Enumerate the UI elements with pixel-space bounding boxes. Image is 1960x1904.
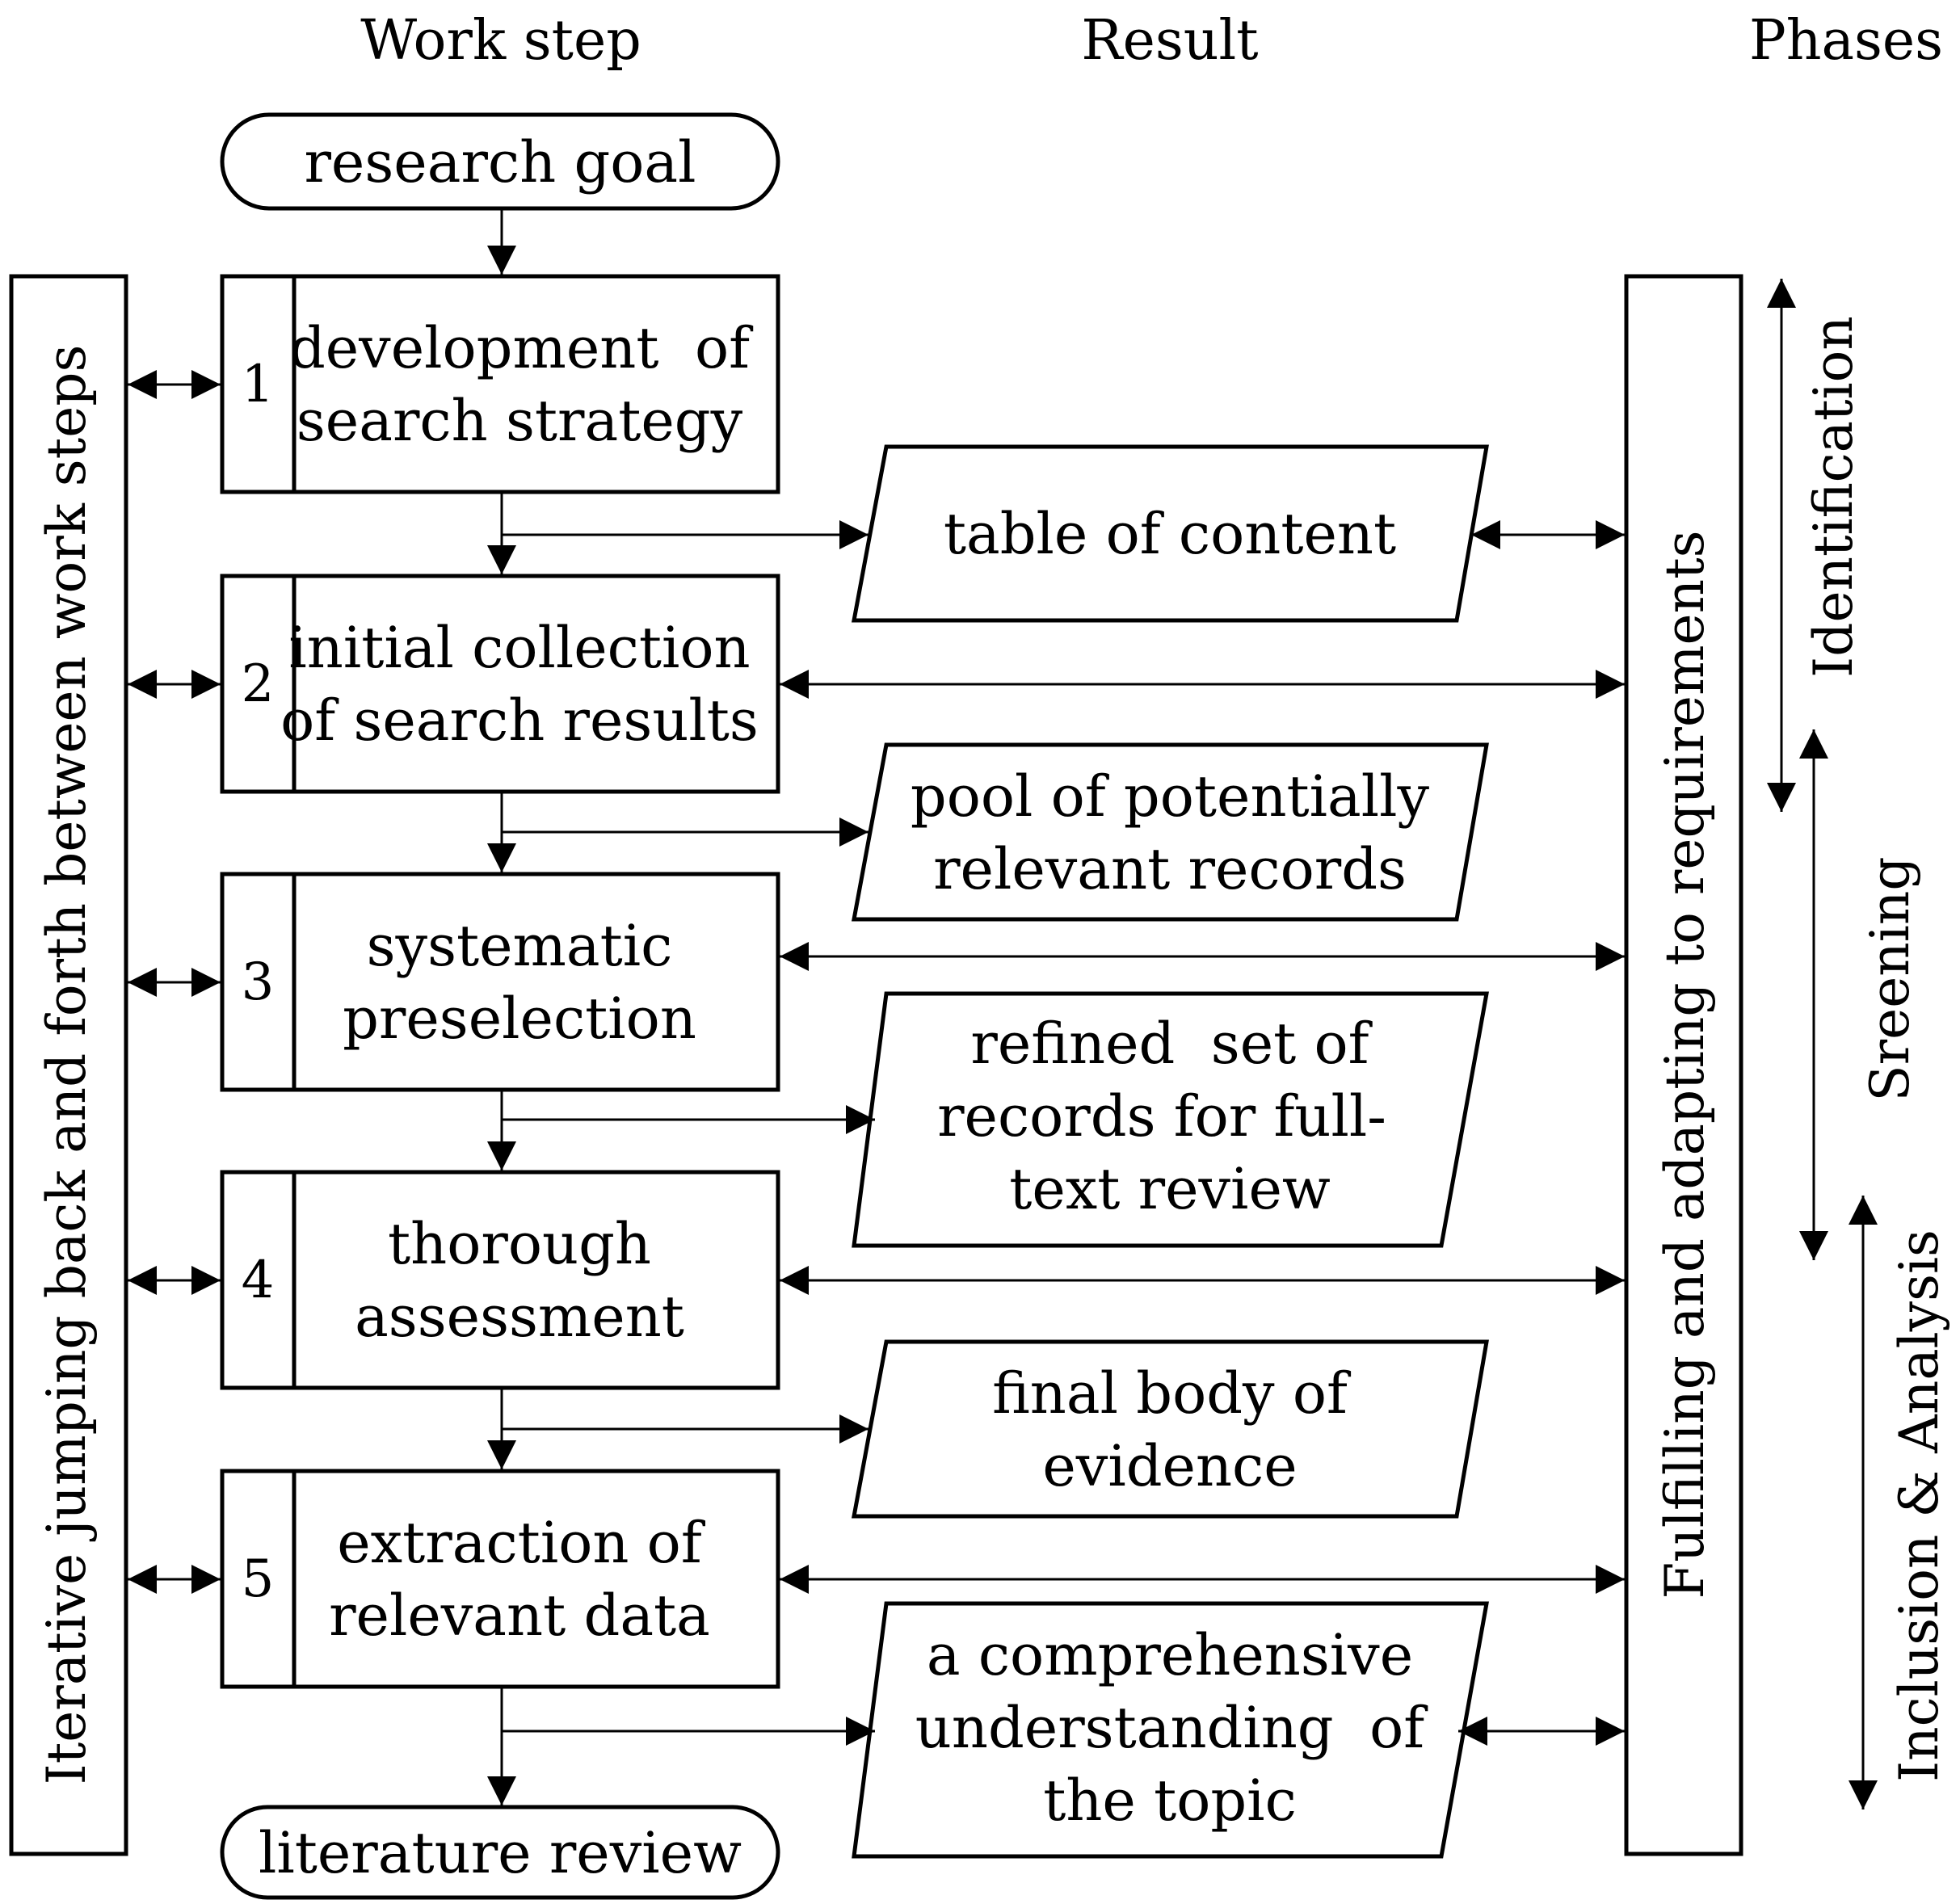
step-box-3: 3 systematic preselection	[220, 872, 780, 1092]
end-label: literature review	[259, 1820, 742, 1886]
result-label: text review	[1009, 1156, 1331, 1222]
phase-screening: Sreening	[1799, 729, 1921, 1260]
phase-label: Inclusion & Analysis	[1888, 1229, 1950, 1782]
flow-connectors	[128, 210, 1625, 1805]
result-box-1: table of content	[851, 444, 1489, 623]
step-label: of search results	[280, 687, 759, 754]
result-label: understanding of	[915, 1695, 1428, 1761]
result-box-2: pool of potentially relevant records	[851, 742, 1489, 922]
result-box-3: refined set of records for full- text re…	[852, 991, 1489, 1248]
end-terminator	[220, 1805, 780, 1900]
step-number: 4	[242, 1250, 275, 1310]
step-number: 5	[242, 1549, 275, 1609]
step-number: 2	[242, 654, 275, 714]
phase-inclusion-analysis: Inclusion & Analysis	[1849, 1196, 1950, 1809]
result-label: a comprehensive	[927, 1622, 1413, 1688]
step-label: assessment	[355, 1284, 684, 1350]
result-box-5: a comprehensive understanding of the top…	[852, 1601, 1489, 1859]
step-box-5: 5 extraction of relevant data	[220, 1469, 780, 1689]
step-label: extraction of	[337, 1510, 706, 1576]
step-box-1: 1 development of search strategy	[220, 274, 780, 494]
result-label: evidence	[1042, 1433, 1297, 1499]
result-label: table of content	[944, 501, 1396, 567]
result-label: pool of potentially	[911, 763, 1430, 830]
result-label: refined set of	[970, 1011, 1373, 1077]
step-label: thorough	[388, 1211, 651, 1277]
requirements-bar	[1624, 274, 1743, 1856]
step-label: systematic	[367, 913, 673, 979]
step-box-4: 4 thorough assessment	[220, 1170, 780, 1390]
step-box-2: 2 initial collection of search results	[220, 574, 780, 794]
phase-label: Identification	[1802, 316, 1865, 678]
start-label: research goal	[304, 129, 696, 195]
header-phases: Phases	[1749, 9, 1943, 73]
phase-label: Sreening	[1859, 856, 1921, 1101]
header-work-step: Work step	[360, 9, 641, 73]
step-number: 1	[242, 355, 275, 414]
step-label: initial collection	[288, 615, 750, 681]
step-number: 3	[242, 952, 275, 1012]
phase-identification: Identification	[1767, 279, 1865, 812]
step-label: development of	[289, 315, 754, 381]
header-result: Result	[1081, 9, 1258, 73]
result-label: the topic	[1043, 1767, 1297, 1834]
result-label: final body of	[992, 1360, 1352, 1427]
step-label: relevant data	[329, 1582, 710, 1649]
start-terminator	[220, 112, 780, 211]
iterative-bar	[9, 274, 128, 1856]
result-label: relevant records	[933, 836, 1407, 902]
result-label: records for full-	[937, 1083, 1386, 1150]
step-label: search strategy	[297, 388, 743, 454]
step-label: preselection	[343, 986, 696, 1052]
requirements-bar-label: Fulfilling and adapting to requirements	[1654, 531, 1716, 1599]
iterative-bar-label: Iterative jumping back and forth between…	[36, 345, 98, 1785]
result-box-4: final body of evidence	[851, 1339, 1489, 1519]
